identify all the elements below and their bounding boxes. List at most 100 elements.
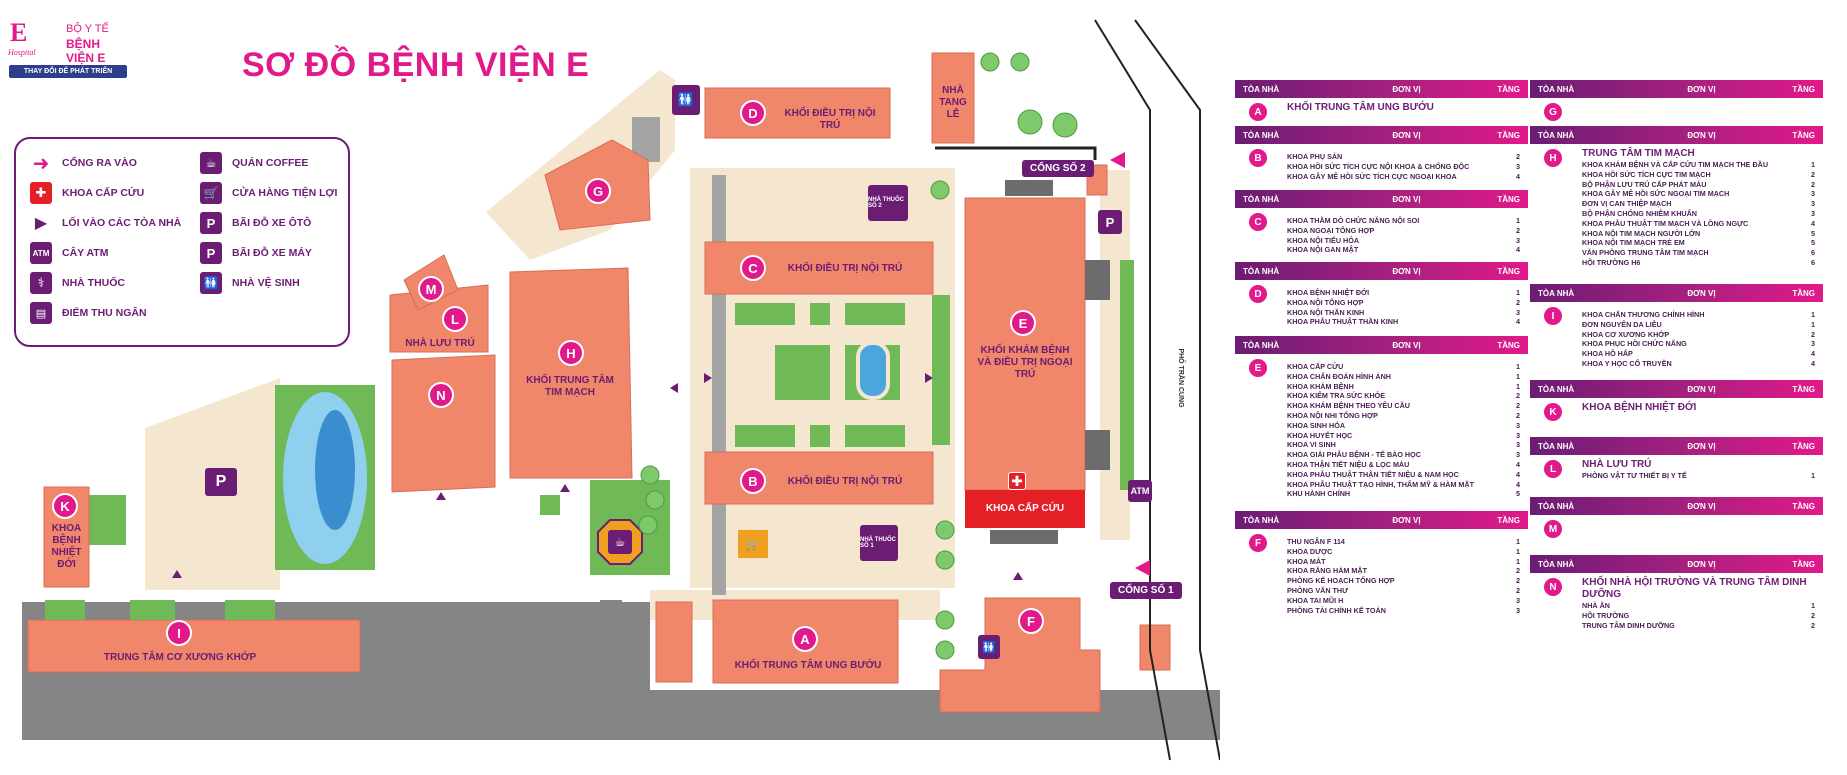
unit-name: PHÒNG VĂN THƯ [1287, 585, 1349, 595]
arrow-right-icon: ➜ [32, 152, 50, 175]
street-label: PHỐ TRẦN CUNG [1177, 348, 1184, 408]
unit-floor: 4 [1516, 245, 1520, 255]
unit-floor: 1 [1516, 381, 1520, 391]
coffee-icon: ☕ [614, 535, 626, 549]
gate-2-label[interactable]: CỔNG SỐ 2 [1022, 160, 1094, 177]
directory-header-cell: TÒA NHÀ [1243, 266, 1280, 276]
unit-name: KHOA Y HỌC CỔ TRUYỀN [1582, 358, 1672, 368]
unit-floor: 3 [1516, 605, 1520, 615]
badge-e[interactable]: E [1010, 310, 1036, 336]
badge-n[interactable]: N [428, 382, 454, 408]
atm-marker[interactable]: ATM [1128, 480, 1152, 502]
legend-label: QUÁN COFFEE [232, 157, 309, 169]
parking-car-marker[interactable]: P [205, 468, 237, 496]
legend-label: BÃI ĐỖ XE MÁY [232, 247, 312, 259]
badge-c[interactable]: C [740, 255, 766, 281]
toilet-marker-2[interactable]: 🚻 [978, 635, 1000, 659]
directory-row: KHOA PHẪU THUẬT THẬN TIẾT NIỆU & NAM HỌC… [1287, 470, 1520, 480]
steps-1 [1085, 260, 1110, 300]
car-parking-icon: P [200, 212, 222, 234]
badge-d[interactable]: D [740, 100, 766, 126]
legend-label: BÃI ĐỖ XE ÔTÔ [232, 217, 312, 229]
unit-floor: 3 [1811, 199, 1815, 209]
badge-k[interactable]: K [52, 493, 78, 519]
unit-floor: 4 [1516, 469, 1520, 479]
unit-name: KHOA CHẤN THƯƠNG CHỈNH HÌNH [1582, 310, 1705, 319]
toilet-marker-1[interactable]: 🚻 [672, 85, 700, 115]
gate-1-label[interactable]: CỔNG SỐ 1 [1110, 582, 1182, 599]
cart-marker[interactable]: 🛒 [742, 533, 764, 555]
unit-floor: 5 [1811, 228, 1815, 238]
badge-b[interactable]: B [740, 468, 766, 494]
parking-moto-marker[interactable]: P [1098, 210, 1122, 234]
entry-tri-1 [172, 570, 182, 578]
unit-floor: 3 [1811, 208, 1815, 218]
directory-header-cell: TẦNG [1497, 130, 1520, 140]
directory-header-cell: TẦNG [1792, 559, 1815, 569]
lawn-2 [810, 303, 830, 325]
directory-header-cell: TÒA NHÀ [1538, 288, 1575, 298]
pharmacy-2-marker[interactable]: NHÀ THUỐC SỐ 2 [868, 185, 908, 221]
building-a [712, 599, 899, 684]
unit-floor: 1 [1516, 546, 1520, 556]
directory-header-cell: ĐƠN VỊ [1687, 288, 1716, 298]
unit-name: KHOA KIỂM TRA SỨC KHỎE [1287, 391, 1386, 401]
label-building-k: KHOA BỆNH NHIỆT ĐỚI [51, 523, 82, 570]
directory-header-cell: ĐƠN VỊ [1687, 559, 1716, 569]
lawn-1 [735, 303, 795, 325]
directory-header-cell: TẦNG [1497, 84, 1520, 94]
directory-row: KHOA KHÁM BỆNH VÀ CẤP CỨU TIM MẠCH THE Đ… [1582, 160, 1815, 170]
unit-name: ĐƠN NGUYÊN DA LIỄU [1582, 319, 1662, 329]
lawn-i-top3 [225, 600, 275, 620]
directory-title: KHỐI TRUNG TÂM UNG BƯỚU [1287, 102, 1434, 113]
unit-name: KHOA HỒI SỨC TÍCH CỰC NỘI KHOA & CHỐNG Đ… [1287, 161, 1470, 171]
unit-floor: 3 [1516, 595, 1520, 605]
cart-icon: 🛒 [200, 182, 222, 204]
badge-i[interactable]: I [166, 620, 192, 646]
directory-row: KHOA CƠ XƯƠNG KHỚP 2 [1582, 330, 1815, 340]
unit-floor: 2 [1811, 329, 1815, 339]
legend-item: ⚕NHÀ THUỐC [30, 272, 125, 294]
coffee-marker[interactable]: ☕ [608, 530, 632, 554]
unit-name: KHOA MẮT [1287, 556, 1326, 566]
directory-header-cell: TÒA NHÀ [1538, 84, 1575, 94]
badge-a[interactable]: A [792, 626, 818, 652]
building-h [509, 267, 633, 479]
directory-header-cell: ĐƠN VỊ [1687, 501, 1716, 511]
unit-name: KHOA PHẪU THUẬT TẠO HÌNH, THẨM MỸ & HÀM … [1287, 479, 1474, 489]
logo-mark: E [10, 18, 28, 47]
unit-name: KHOA CƠ XƯƠNG KHỚP [1582, 329, 1670, 339]
building-f [939, 597, 1101, 713]
hospital-map: A KHỐI TRUNG TÂM UNG BƯỚU B KHỐI ĐIỀU TR… [22, 19, 1220, 761]
badge-m[interactable]: M [418, 276, 444, 302]
badge-g[interactable]: G [585, 178, 611, 204]
lawn-8 [845, 425, 905, 447]
badge-l[interactable]: L [442, 306, 468, 332]
pharmacy-1-marker[interactable]: NHÀ THUỐC SỐ 1 [860, 525, 898, 561]
steps-3 [1005, 180, 1053, 196]
unit-name: KHOA NỘI GAN MẬT [1287, 245, 1359, 255]
unit-floor: 2 [1516, 297, 1520, 307]
badge-h[interactable]: H [558, 340, 584, 366]
badge-f[interactable]: F [1018, 608, 1044, 634]
unit-floor: 1 [1516, 288, 1520, 297]
legend-item: ☕QUÁN COFFEE [200, 152, 308, 174]
tree-5 [640, 465, 660, 485]
logo-slogan: THAY ĐỔI ĐỂ PHÁT TRIỂN [9, 65, 127, 78]
label-building-a: KHỐI TRUNG TÂM UNG BƯỚU [734, 660, 882, 671]
unit-floor: 2 [1516, 410, 1520, 420]
